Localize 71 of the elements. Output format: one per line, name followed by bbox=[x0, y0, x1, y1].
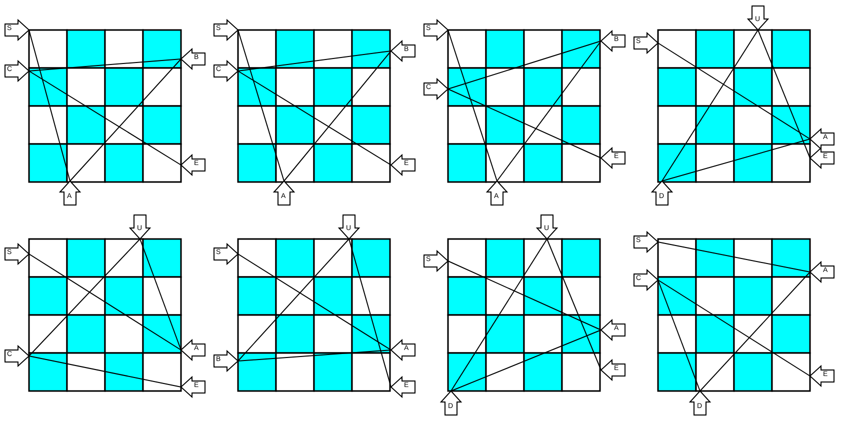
connector-line bbox=[28, 30, 70, 182]
connector-line bbox=[140, 238, 182, 350]
connector-line bbox=[662, 138, 810, 182]
pointer-tag bbox=[130, 215, 150, 239]
pointer-tag bbox=[810, 148, 834, 168]
connector-line bbox=[238, 238, 350, 362]
connector-line bbox=[658, 280, 700, 392]
connector-line bbox=[448, 40, 602, 90]
pointer-tag bbox=[601, 31, 625, 51]
pointer-tag bbox=[652, 181, 672, 205]
pointer-tag bbox=[601, 360, 625, 380]
connector-line bbox=[450, 238, 548, 392]
connector-line bbox=[448, 88, 602, 158]
connector-line bbox=[450, 330, 602, 392]
pointer-tag bbox=[634, 270, 658, 290]
pointer-tag bbox=[181, 340, 205, 360]
connector-line bbox=[662, 30, 758, 182]
pointer-tag bbox=[181, 49, 205, 69]
pointer-tag bbox=[339, 215, 359, 239]
pointer-tag bbox=[748, 6, 768, 30]
connector-line bbox=[238, 30, 284, 182]
pointer-tag bbox=[181, 377, 205, 397]
pointer-tag bbox=[634, 232, 658, 252]
pointer-tag bbox=[214, 351, 238, 371]
pointer-tag bbox=[810, 129, 834, 149]
pointer-tag bbox=[601, 148, 625, 168]
connector-line bbox=[70, 58, 182, 182]
connector-line bbox=[700, 272, 810, 392]
pointer-tag bbox=[441, 391, 461, 415]
connector-line bbox=[284, 50, 392, 182]
connector-line bbox=[658, 280, 810, 376]
connector-line bbox=[348, 238, 392, 388]
connector-line bbox=[238, 254, 392, 350]
pointer-tag bbox=[181, 155, 205, 175]
pointer-tag bbox=[601, 320, 625, 340]
pointer-tag bbox=[690, 391, 710, 415]
connector-line bbox=[28, 70, 182, 166]
connector-line bbox=[448, 260, 602, 330]
pointer-tag bbox=[424, 251, 448, 271]
pointer-tag bbox=[634, 33, 658, 53]
connector-line bbox=[238, 350, 392, 362]
pointer-tag bbox=[424, 20, 448, 40]
pointer-tag bbox=[5, 346, 29, 366]
connector-line bbox=[28, 254, 182, 350]
pointer-tag bbox=[810, 262, 834, 282]
connector-line bbox=[448, 30, 498, 182]
pointer-tag bbox=[487, 181, 507, 205]
connector-line bbox=[238, 50, 392, 72]
pointer-tag bbox=[274, 181, 294, 205]
pointer-tag bbox=[214, 244, 238, 264]
pointer-tag bbox=[5, 61, 29, 81]
pointer-tag bbox=[5, 244, 29, 264]
pointer-tag bbox=[537, 215, 557, 239]
connector-line bbox=[658, 42, 810, 140]
pointer-tag bbox=[5, 20, 29, 40]
connector-line bbox=[28, 356, 182, 388]
connector-line bbox=[496, 40, 602, 182]
connector-line bbox=[28, 58, 182, 72]
connector-line bbox=[758, 30, 810, 158]
pointer-tag bbox=[391, 155, 415, 175]
pointer-tag bbox=[60, 181, 80, 205]
connector-line bbox=[546, 238, 602, 370]
pointer-tag bbox=[391, 377, 415, 397]
pointer-tag bbox=[424, 79, 448, 99]
pointer-tag bbox=[214, 61, 238, 81]
pointer-tag bbox=[391, 41, 415, 61]
pointer-tag bbox=[391, 340, 415, 360]
connector-line bbox=[28, 238, 140, 356]
pointer-tag bbox=[214, 20, 238, 40]
pointer-tag bbox=[810, 366, 834, 386]
connector-line bbox=[238, 70, 392, 166]
